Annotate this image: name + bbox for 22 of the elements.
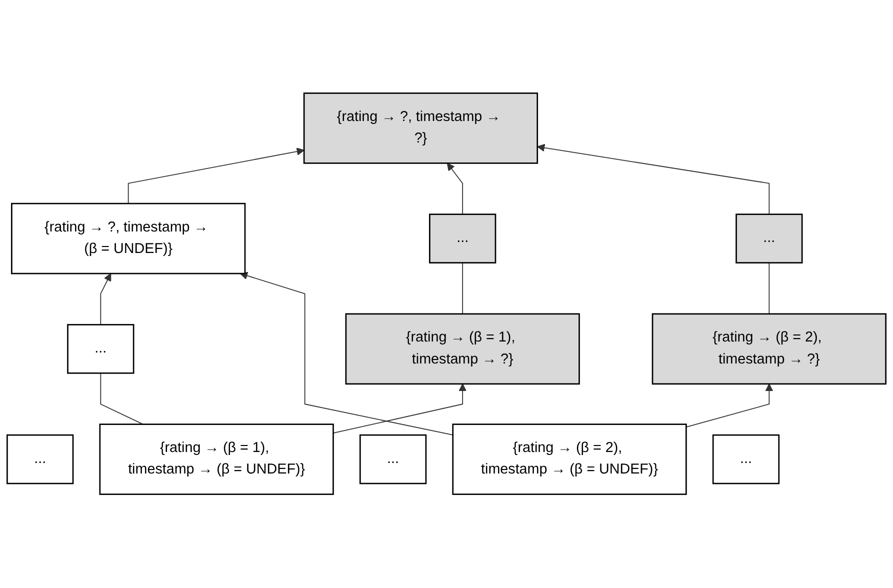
node-box: {rating → (β = 2), timestamp → ?} <box>652 314 886 385</box>
node-box: ... <box>67 324 134 374</box>
arrow <box>128 148 304 204</box>
connector <box>768 262 770 315</box>
arrow <box>240 272 454 436</box>
node-box: ... <box>359 434 427 484</box>
node-box: {rating → (β = 1), timestamp → (β = UNDEF)} <box>99 424 334 496</box>
arrow <box>332 384 467 434</box>
node-box: {rating → (β = 1), timestamp → ?} <box>345 314 580 385</box>
arrow <box>446 163 464 216</box>
node-box: ... <box>736 214 803 264</box>
node-box: {rating → ?, timestamp → (β = UNDEF)} <box>11 203 246 274</box>
connector <box>462 262 464 315</box>
node-box: {rating → ?, timestamp → ?} <box>303 92 538 164</box>
arrow <box>686 384 774 428</box>
node-box: ... <box>712 434 780 484</box>
node-box: ... <box>6 434 74 484</box>
arrow <box>100 273 112 326</box>
node-box: ... <box>429 214 496 264</box>
node-box: {rating → (β = 2), timestamp → (β = UNDEF)} <box>452 424 687 496</box>
arrow <box>537 144 770 216</box>
connector <box>100 372 144 425</box>
